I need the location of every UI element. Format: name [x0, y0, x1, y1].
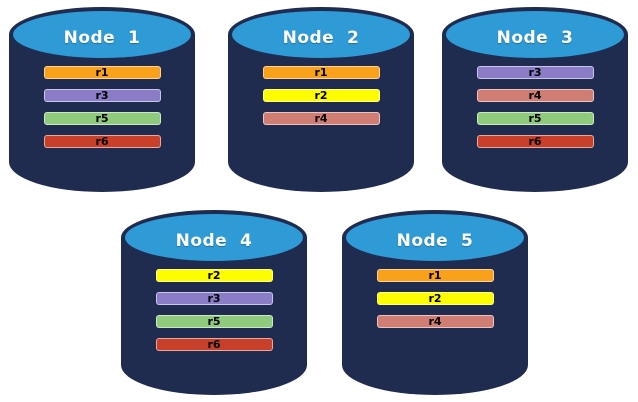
region-bar-r3: r3: [43, 89, 161, 102]
node-cylinder-1: Node 1 r1 r3 r5 r6: [9, 7, 195, 192]
region-label: r2: [428, 292, 442, 305]
region-bar-r2: r2: [262, 89, 380, 102]
region-bar-r5: r5: [476, 112, 594, 125]
region-label: r3: [95, 89, 109, 102]
cylinder-top: Node 3: [442, 7, 628, 62]
region-bar-list: r1 r2 r4: [228, 66, 414, 125]
node-cylinder-2: Node 2 r1 r2 r4: [228, 7, 414, 192]
node-cylinder-4: Node 4 r2 r3 r5 r6: [121, 210, 307, 395]
region-bar-list: r1 r2 r4: [342, 269, 528, 328]
region-label: r5: [95, 112, 109, 125]
region-bar-r3: r3: [155, 292, 273, 305]
region-bar-r4: r4: [262, 112, 380, 125]
region-bar-r2: r2: [376, 292, 494, 305]
cylinder-top: Node 5: [342, 210, 528, 265]
region-bar-list: r3 r4 r5 r6: [442, 66, 628, 148]
region-label: r4: [314, 112, 328, 125]
region-bar-r1: r1: [43, 66, 161, 79]
region-bar-r6: r6: [43, 135, 161, 148]
region-bar-r3: r3: [476, 66, 594, 79]
region-label: r4: [428, 315, 442, 328]
node-title: Node 1: [63, 28, 141, 48]
cylinder-top: Node 1: [9, 7, 195, 62]
region-label: r2: [314, 89, 328, 102]
node-title: Node 4: [175, 231, 253, 251]
region-bar-r5: r5: [43, 112, 161, 125]
node-cylinder-5: Node 5 r1 r2 r4: [342, 210, 528, 395]
region-label: r4: [528, 89, 542, 102]
region-bar-list: r1 r3 r5 r6: [9, 66, 195, 148]
region-label: r6: [207, 338, 221, 351]
node-title: Node 3: [496, 28, 574, 48]
region-bar-r4: r4: [376, 315, 494, 328]
region-bar-r1: r1: [262, 66, 380, 79]
region-bar-r6: r6: [476, 135, 594, 148]
node-title: Node 5: [396, 231, 474, 251]
node-title: Node 2: [282, 28, 360, 48]
cylinder-top: Node 4: [121, 210, 307, 265]
region-label: r1: [95, 66, 109, 79]
region-label: r6: [528, 135, 542, 148]
region-bar-r5: r5: [155, 315, 273, 328]
region-bar-list: r2 r3 r5 r6: [121, 269, 307, 351]
region-bar-r6: r6: [155, 338, 273, 351]
region-label: r6: [95, 135, 109, 148]
cylinder-top: Node 2: [228, 7, 414, 62]
region-label: r5: [207, 315, 221, 328]
region-label: r5: [528, 112, 542, 125]
region-bar-r1: r1: [376, 269, 494, 282]
region-label: r3: [207, 292, 221, 305]
region-bar-r2: r2: [155, 269, 273, 282]
region-label: r2: [207, 269, 221, 282]
node-cylinder-3: Node 3 r3 r4 r5 r6: [442, 7, 628, 192]
region-label: r1: [314, 66, 328, 79]
region-label: r1: [428, 269, 442, 282]
region-bar-r4: r4: [476, 89, 594, 102]
region-label: r3: [528, 66, 542, 79]
